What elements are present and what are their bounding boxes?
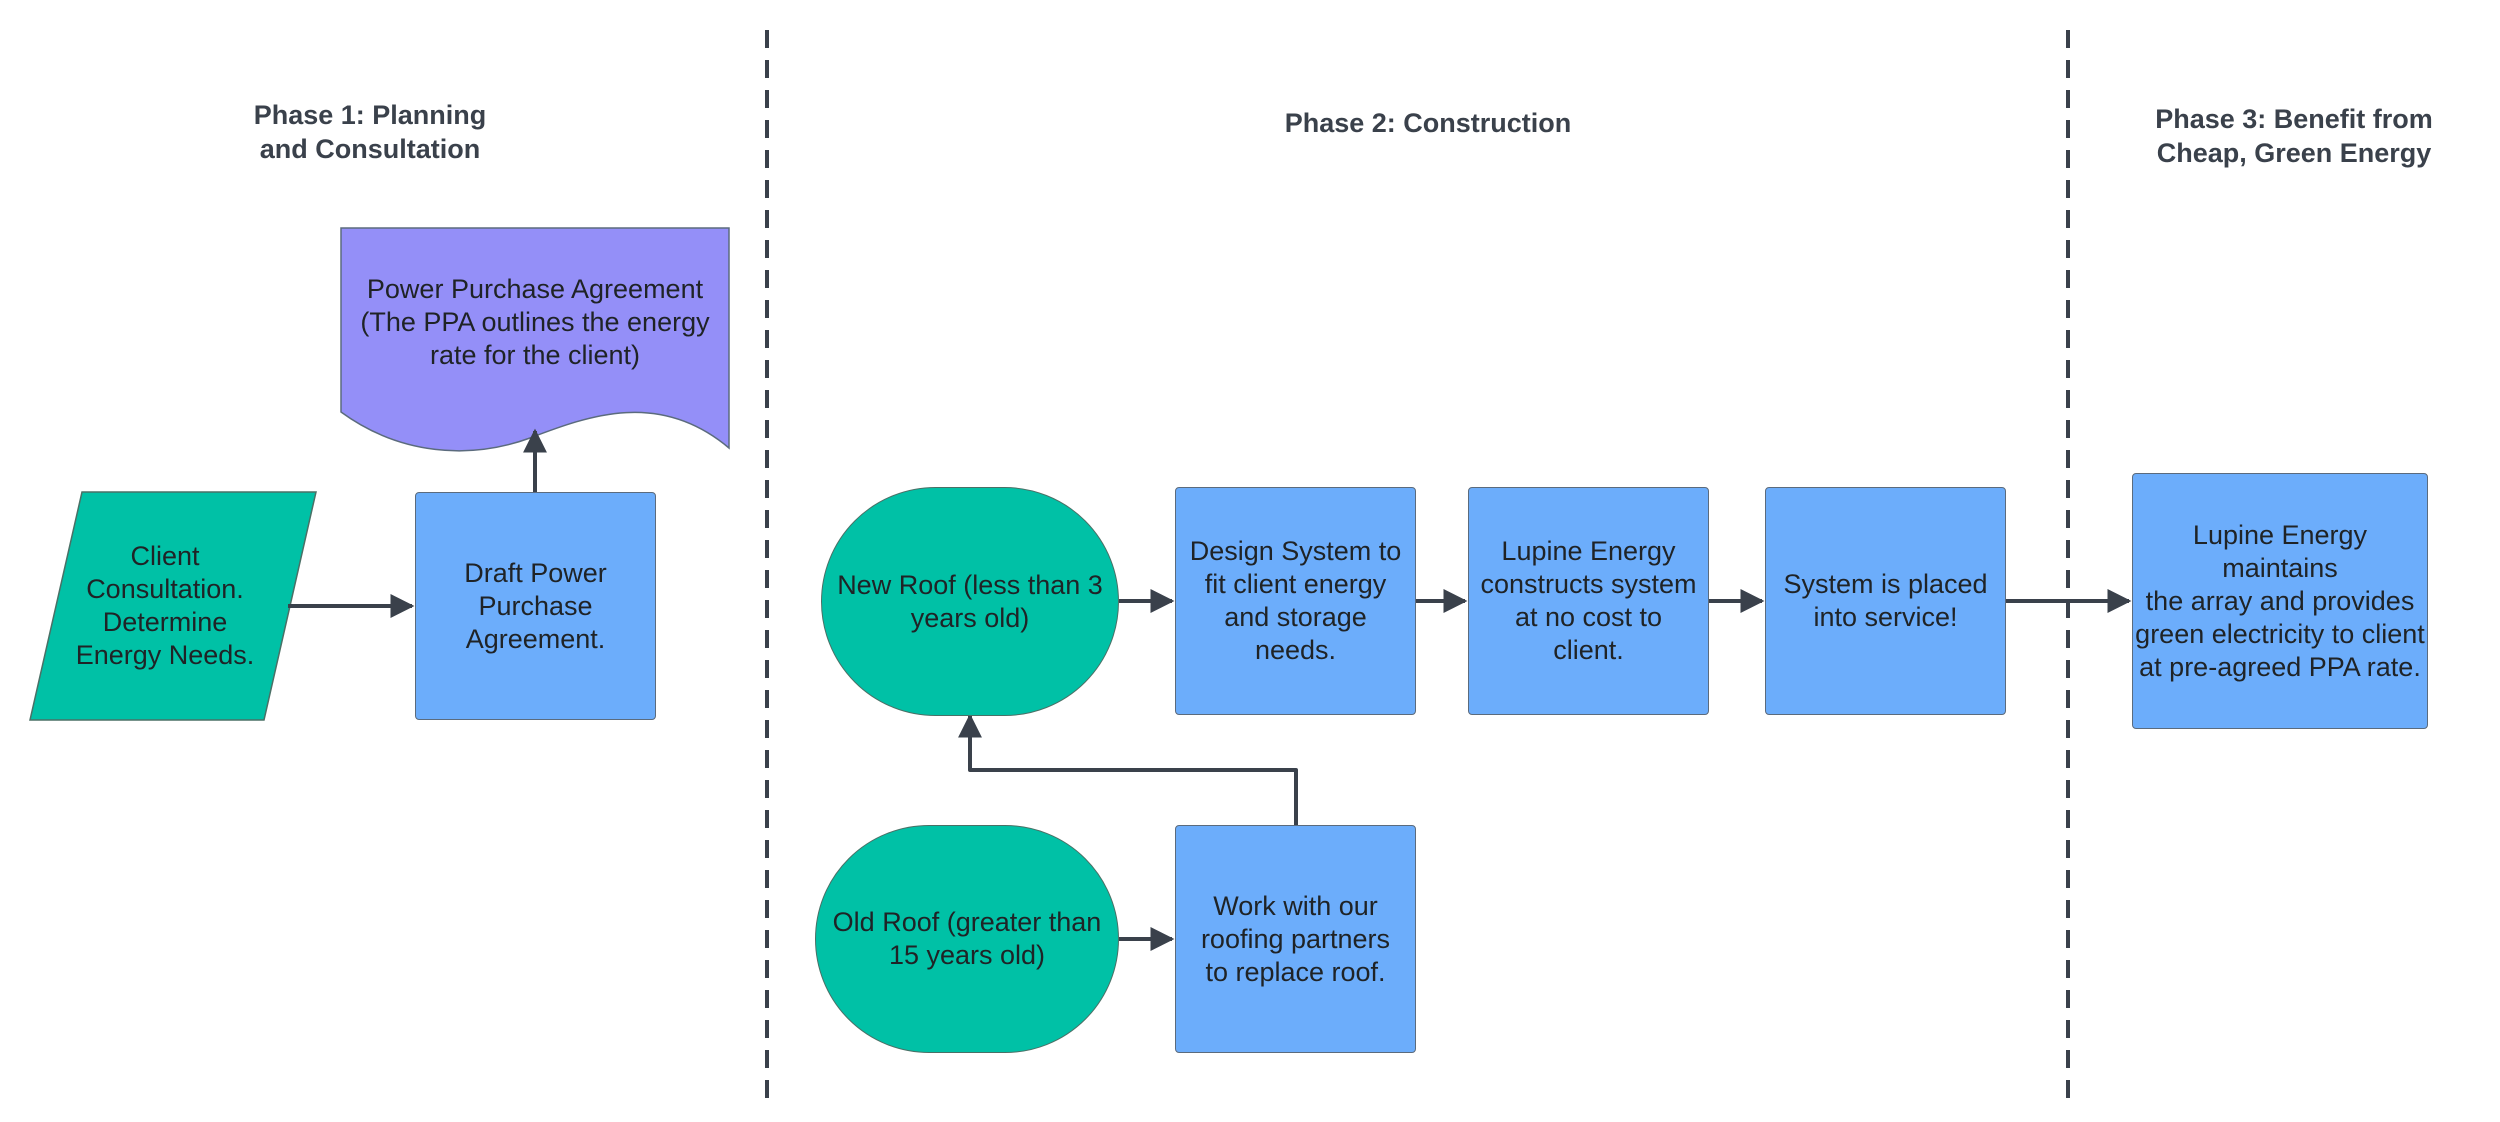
old-roof-node: Old Roof (greater than 15 years old) — [815, 825, 1119, 1053]
maintain-array-node: Lupine Energy maintains the array and pr… — [2132, 473, 2428, 729]
design-system-label: Design System to fit client energy and s… — [1189, 536, 1402, 665]
client-consultation-shape — [29, 491, 317, 721]
phase-2-title: Phase 2: Construction — [1284, 108, 1572, 138]
design-system-node: Design System to fit client energy and s… — [1175, 487, 1416, 715]
construct-system-node: Lupine Energy constructs system at no co… — [1468, 487, 1709, 715]
ppa-document-node: Power Purchase Agreement (The PPA outlin… — [345, 262, 725, 382]
new-roof-node: New Roof (less than 3 years old) — [821, 487, 1119, 716]
phase-1-title: Phase 1: Planning and Consultation — [253, 100, 487, 164]
arrow-replace-to-new-roof — [958, 713, 1298, 825]
new-roof-label: New Roof (less than 3 years old) — [837, 569, 1103, 633]
client-consultation-node: Client Consultation. Determine Energy Ne… — [40, 492, 290, 720]
replace-roof-node: Work with our roofing partners to replac… — [1175, 825, 1416, 1053]
draft-ppa-node: Draft Power Purchase Agreement. — [415, 492, 656, 720]
in-service-label: System is placed into service! — [1783, 569, 1988, 632]
client-consultation-label: Client Consultation. Determine Energy Ne… — [75, 541, 255, 670]
in-service-node: System is placed into service! — [1765, 487, 2006, 715]
ppa-document-label: Power Purchase Agreement (The PPA outlin… — [360, 273, 710, 370]
construct-system-label: Lupine Energy constructs system at no co… — [1480, 536, 1697, 665]
replace-roof-label: Work with our roofing partners to replac… — [1200, 890, 1391, 987]
maintain-array-label: Lupine Energy maintains the array and pr… — [2135, 519, 2425, 682]
draft-ppa-label: Draft Power Purchase Agreement. — [464, 557, 607, 654]
phase-3-title: Phase 3: Benefit from Cheap, Green Energ… — [2155, 104, 2433, 168]
old-roof-label: Old Roof (greater than 15 years old) — [832, 907, 1102, 970]
